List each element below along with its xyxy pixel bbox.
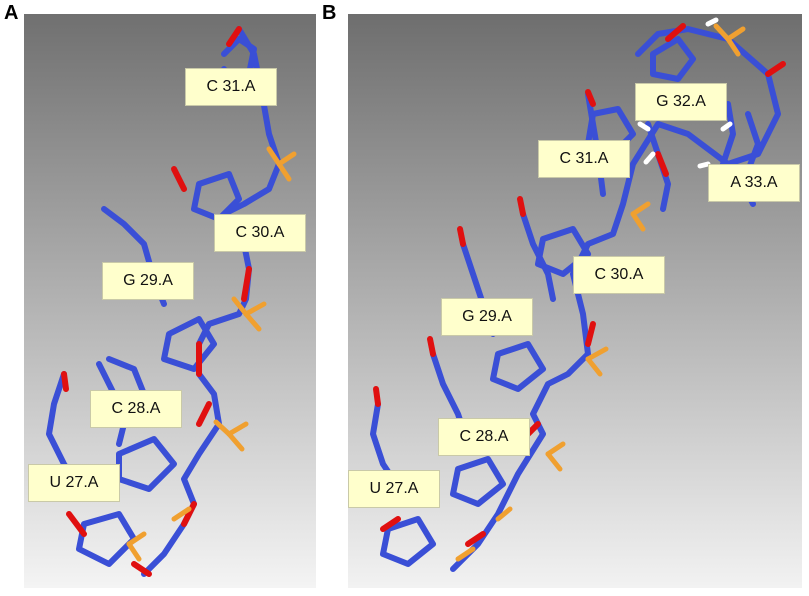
residue-label-g32: G 32.A — [635, 83, 727, 121]
residue-label-c30: C 30.A — [573, 256, 665, 294]
residue-label-u27: U 27.A — [28, 464, 120, 502]
panel-b-letter: B — [322, 2, 337, 24]
residue-label-c30: C 30.A — [214, 214, 306, 252]
residue-label-c31: C 31.A — [185, 68, 277, 106]
residue-label-c31: C 31.A — [538, 140, 630, 178]
panel-a-structure: C 31.A C 30.A G 29.A C 28.A U 27.A — [24, 14, 316, 588]
panel-b-structure: G 32.A C 31.A A 33.A C 30.A G 29.A C 28.… — [348, 14, 802, 588]
residue-label-g29: G 29.A — [102, 262, 194, 300]
panel-a-letter: A — [4, 2, 19, 24]
residue-label-a33: A 33.A — [708, 164, 800, 202]
residue-label-c28: C 28.A — [90, 390, 182, 428]
residue-label-u27: U 27.A — [348, 470, 440, 508]
residue-label-c28: C 28.A — [438, 418, 530, 456]
residue-label-g29: G 29.A — [441, 298, 533, 336]
